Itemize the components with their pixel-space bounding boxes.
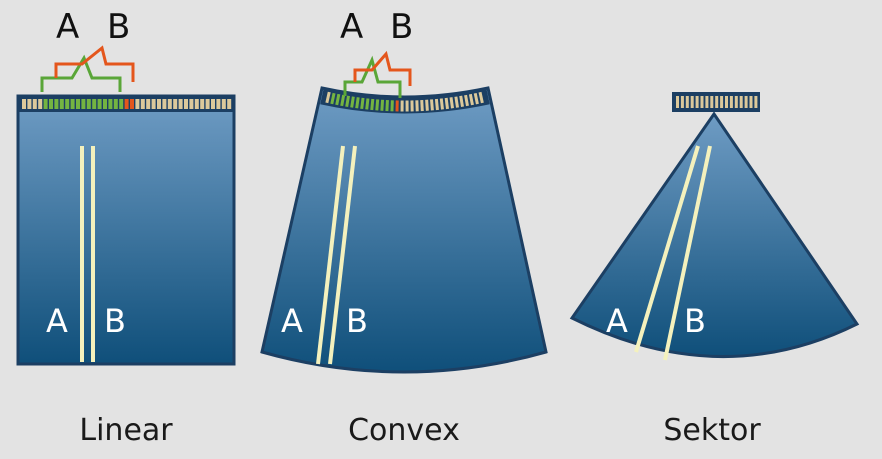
linear-transducer-element (135, 99, 140, 109)
sektor-probe: A B Sektor (569, 92, 860, 448)
linear-beam-label-a: A (46, 302, 68, 340)
convex-bracket-green (343, 55, 402, 98)
linear-transducer-element (32, 99, 37, 109)
sektor-transducer-element (725, 96, 728, 108)
convex-transducer-element (473, 92, 479, 105)
linear-transducer-element (70, 99, 75, 109)
sektor-transducer-element (734, 96, 738, 108)
linear-transducer-element (194, 99, 199, 109)
sektor-transducer-element (676, 96, 679, 108)
linear-transducer-element (97, 99, 102, 109)
sektor-transducer-element (690, 96, 694, 108)
linear-transducer-element (221, 99, 226, 109)
linear-transducer-element (211, 99, 215, 109)
sektor-caption: Sektor (663, 413, 761, 448)
convex-transducer-element (468, 93, 474, 106)
linear-transducer-element (38, 99, 43, 109)
linear-transducer-element (205, 99, 210, 109)
linear-transducer-element (146, 99, 151, 109)
linear-beam-label-b: B (104, 302, 126, 340)
convex-transducer-element (478, 91, 484, 104)
convex-transducer-element (335, 93, 341, 106)
linear-transducer-element (27, 99, 32, 109)
sektor-transducer-element (754, 96, 758, 108)
linear-transducer-element (54, 99, 59, 109)
convex-beam-lines (316, 145, 357, 365)
sektor-transducer-elements (676, 96, 758, 108)
convex-bracket-red (353, 50, 412, 86)
linear-transducer-element (59, 99, 64, 109)
linear-transducer-element (108, 99, 113, 109)
linear-transducer-element (49, 99, 53, 109)
linear-transducer-element (65, 99, 70, 109)
sektor-transducer-element (739, 96, 743, 108)
sektor-transducer-element (695, 96, 699, 108)
linear-bracket-green (40, 54, 122, 92)
linear-transducer-element (22, 99, 26, 109)
convex-field (260, 86, 548, 374)
linear-transducer-element (140, 99, 145, 109)
sektor-transducer-element (680, 96, 684, 108)
linear-transducer-element (130, 99, 134, 109)
linear-transducer-element (76, 99, 80, 109)
convex-transducer-element (340, 94, 346, 107)
convex-transducer-element (325, 91, 331, 104)
linear-caption: Linear (79, 413, 173, 448)
sektor-beam-a (634, 145, 700, 353)
sektor-beam-label-b: B (684, 302, 706, 340)
linear-transducer-element (124, 99, 129, 109)
convex-beam-label-a: A (281, 302, 303, 340)
linear-top-label-a: A (56, 7, 79, 47)
convex-caption: Convex (348, 413, 460, 448)
sektor-beam-lines (634, 145, 712, 361)
linear-transducer-element (227, 99, 232, 109)
sektor-transducer-element (685, 96, 689, 108)
convex-beam-b (328, 145, 357, 365)
linear-transducer-element (113, 99, 118, 109)
convex-top-label-b: B (390, 7, 413, 47)
convex-beam-label-b: B (346, 302, 368, 340)
linear-transducer-element (162, 99, 167, 109)
linear-transducer-element (103, 99, 107, 109)
linear-transducer-element (184, 99, 188, 109)
linear-bracket-red (54, 45, 135, 82)
convex-probe: A B A B Convex (260, 7, 548, 448)
sektor-field (569, 111, 860, 358)
sektor-transducer-element (729, 96, 733, 108)
linear-transducer-element (173, 99, 178, 109)
linear-transducer-element (43, 99, 48, 109)
linear-transducer-element (86, 99, 91, 109)
sektor-transducer-element (705, 96, 709, 108)
linear-beam-lines (80, 146, 95, 362)
convex-top-label-a: A (340, 7, 363, 47)
sektor-transducer-element (715, 96, 719, 108)
linear-field (16, 94, 236, 366)
linear-probe: A B A B Linear (16, 7, 236, 448)
linear-transducer-elements (22, 99, 232, 109)
sektor-transducer-element (700, 96, 704, 108)
sektor-transducer-element (720, 96, 724, 108)
linear-transducer-element (200, 99, 205, 109)
sektor-transducer-element (744, 96, 748, 108)
linear-transducer-element (81, 99, 86, 109)
linear-transducer-element (119, 99, 124, 109)
linear-transducer-element (167, 99, 172, 109)
convex-transducer-element (330, 92, 336, 105)
linear-transducer-element (92, 99, 97, 109)
sektor-beam-b (663, 145, 712, 361)
sektor-transducer-element (749, 96, 753, 108)
convex-transducer-element (464, 94, 469, 107)
convex-beam-a (316, 145, 345, 365)
linear-transducer-element (157, 99, 161, 109)
linear-top-label-b: B (107, 7, 130, 47)
linear-transducer-element (189, 99, 194, 109)
sektor-transducer-element (710, 96, 714, 108)
linear-transducer-element (178, 99, 183, 109)
linear-transducer-element (216, 99, 221, 109)
linear-transducer-element (151, 99, 156, 109)
sektor-beam-label-a: A (606, 302, 628, 340)
